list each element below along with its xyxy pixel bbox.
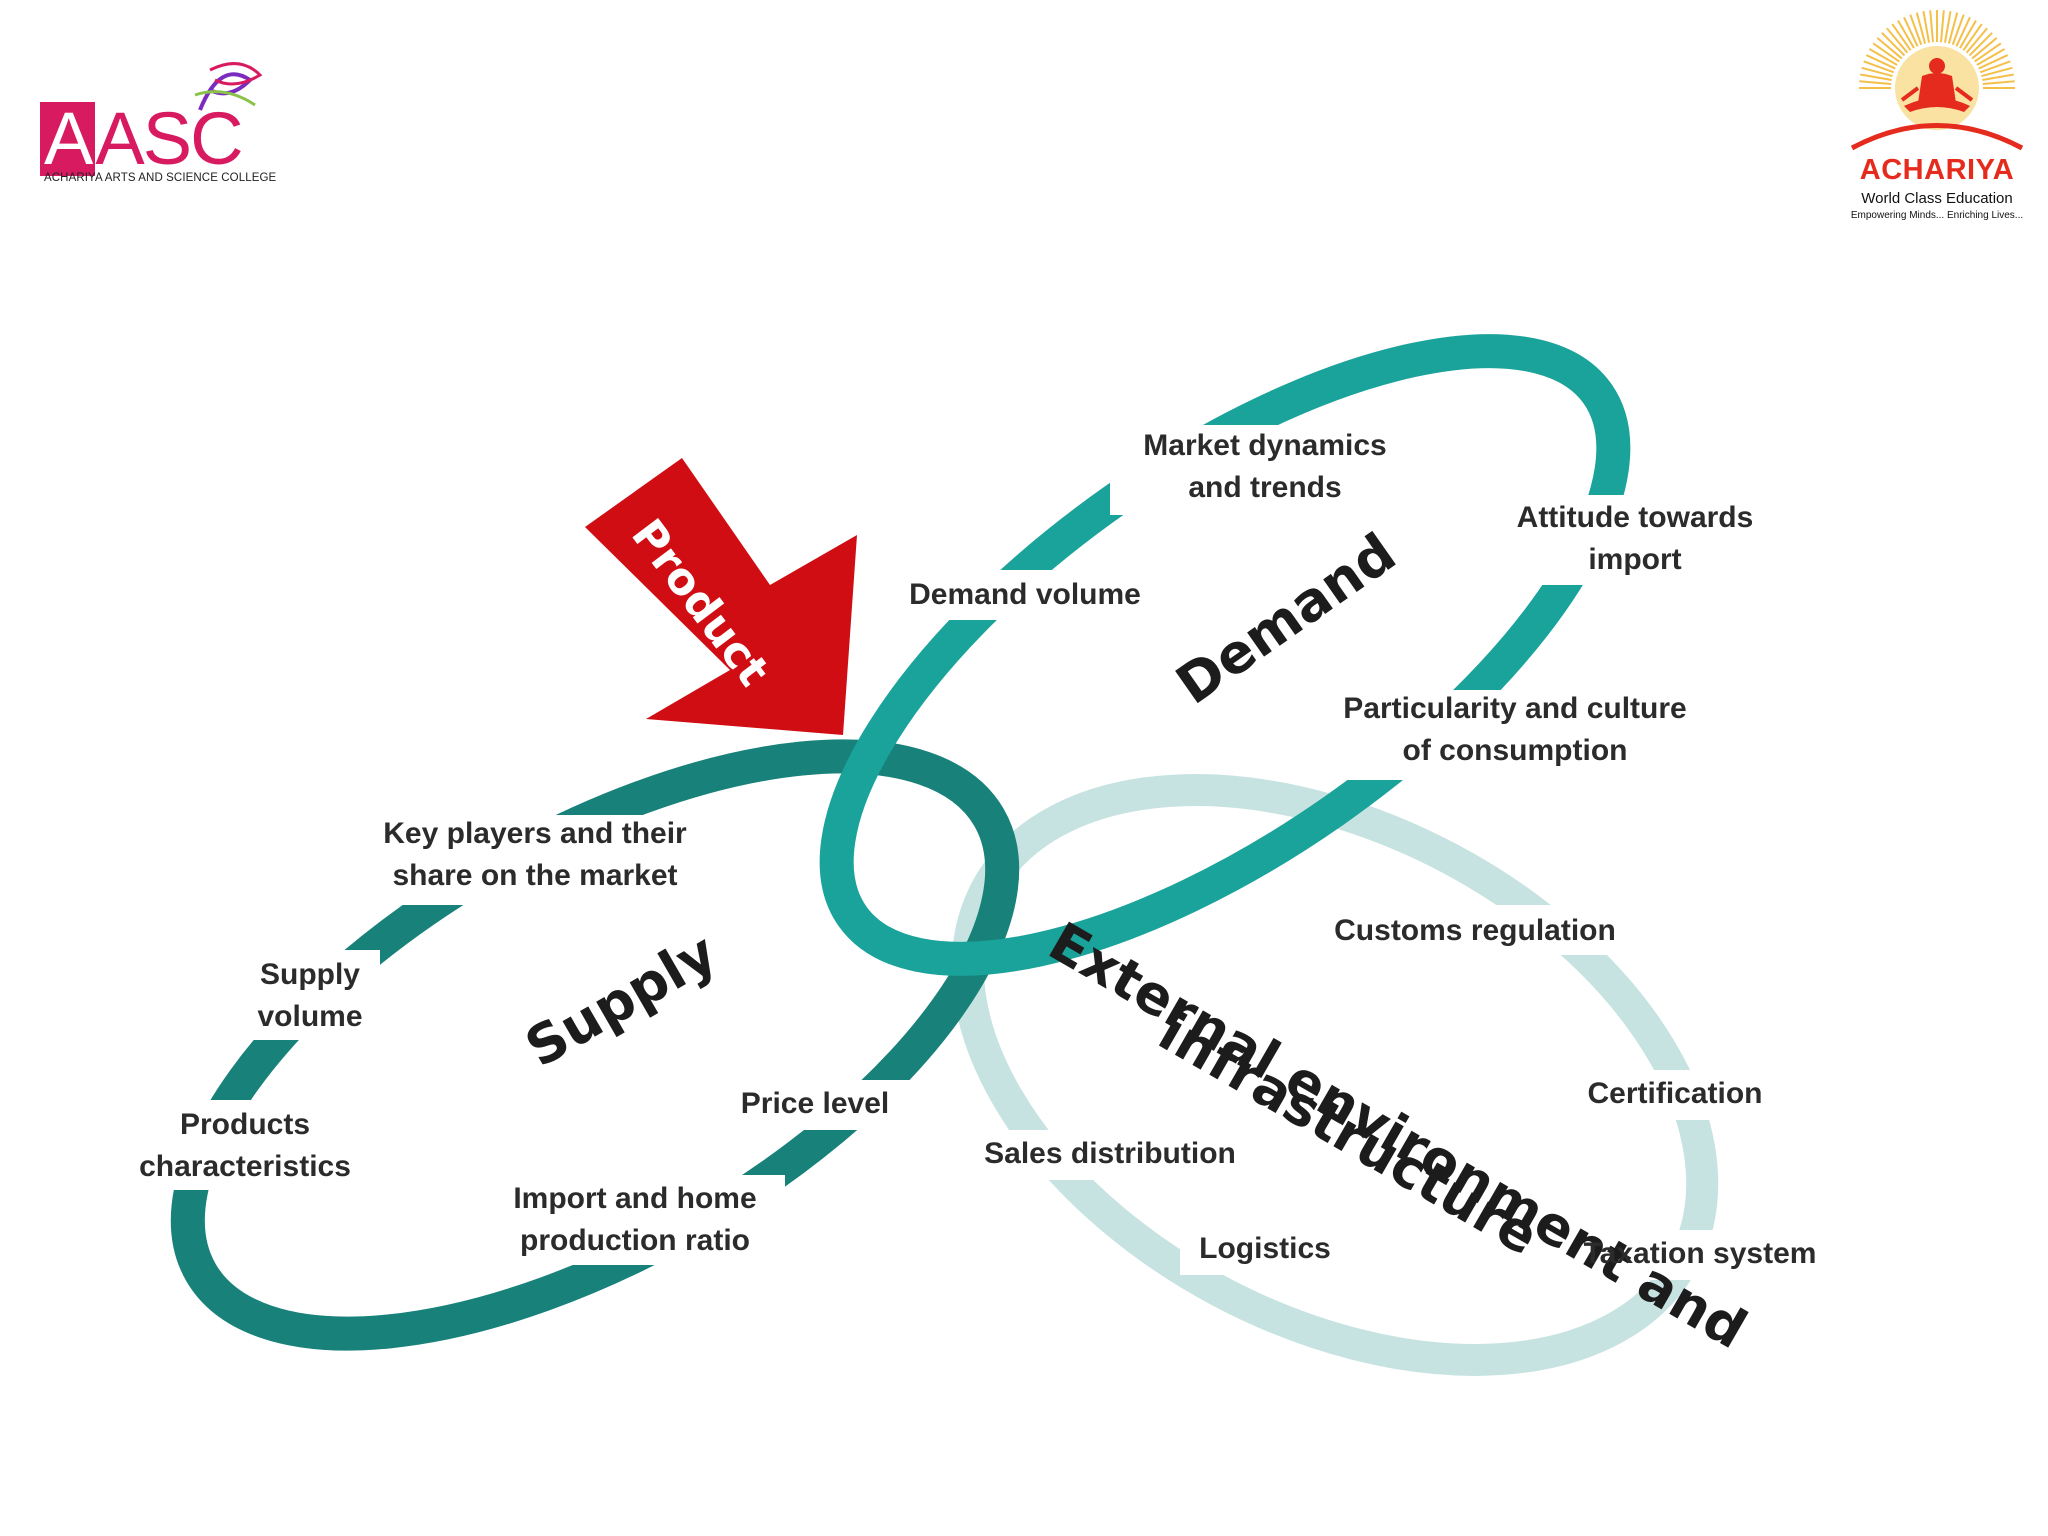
supply-item-key-players: Key players and their share on the marke… [383,817,687,892]
sun-ray [1959,19,1977,49]
sun-ray [1897,19,1915,49]
supply-item-supply-volume: Supply volume [257,958,363,1033]
sun-ray [1891,23,1912,51]
sun-ray [1903,16,1919,47]
sun-ray [1944,11,1952,43]
sun-ray [1886,27,1909,54]
supply-item-products-characteristics: Products characteristics [139,1108,351,1183]
sun-ray [1872,42,1900,63]
achariya-name: ACHARIYA [1859,154,2015,186]
sun-ray [1955,16,1971,47]
external-item-logistics: Logistics [1199,1232,1331,1265]
label-gaps [110,425,1840,1280]
sun-ray [1982,73,2014,81]
external-item-certification: Certification [1587,1077,1763,1110]
sun-meditation-icon [1850,10,2024,151]
demand-item-market-dynamics: Market dynamics and trends [1143,429,1387,504]
supply-item-price-level: Price level [740,1087,890,1120]
sun-ray [1860,73,1892,81]
external-item-customs: Customs regulation [1334,914,1616,947]
sun-ray [1981,66,2013,78]
sun-ray [1979,60,2011,74]
sun-ray [1974,42,2002,63]
supply-item-import-home-ratio: Import and home production ratio [513,1182,757,1257]
achariya-tagline: World Class Education [1861,190,2013,207]
sun-ray [1965,27,1988,54]
sun-ray [1865,54,1896,70]
external-item-sales-distribution: Sales distribution [984,1137,1236,1170]
sun-ray [1922,11,1930,43]
sun-ray [1881,32,1906,57]
external-item-taxation: Taxation system [1583,1237,1817,1270]
swirl-logo-icon [194,62,263,111]
sun-ray [1978,54,2009,70]
sun-ray [1971,37,1998,60]
sun-ray [1962,23,1983,51]
achariya-subline: Empowering Minds... Enriching Lives... [1850,210,2024,221]
sun-ray [1915,12,1927,44]
sun-ray [1929,10,1934,43]
sun-ray [1982,80,2015,85]
sun-ray [1861,66,1893,78]
aasc-wordmark-first: A [40,102,96,176]
achariya-logo: ACHARIYA World Class Education Empowerin… [1832,8,2042,221]
demand-item-demand-volume: Demand volume [909,578,1141,611]
demand-item-particularity: Particularity and culture of consumption [1343,692,1687,767]
sun-ray [1947,12,1959,44]
sun-ray [1876,37,1903,60]
sun-ray [1868,48,1898,66]
aasc-subtitle: ACHARIYA ARTS AND SCIENCE COLLEGE [44,172,277,184]
sun-ray [1968,32,1993,57]
aasc-logo: AASC ACHARIYA ARTS AND SCIENCE COLLEGE [40,50,276,200]
sun-ray [1976,48,2006,66]
sun-ray [1863,60,1895,74]
demand-item-attitude-import: Attitude towards import [1516,501,1754,576]
sun-ray [1951,14,1965,46]
aasc-wordmark: AASC [40,102,244,176]
sun-ray [1859,80,1892,85]
product-arrow-icon [585,458,857,735]
sun-ray [1909,14,1923,46]
sun-ray [1940,10,1945,43]
aasc-wordmark-rest: ASC [95,97,243,180]
